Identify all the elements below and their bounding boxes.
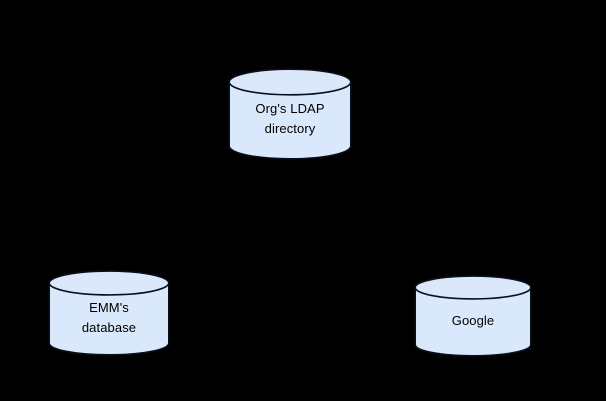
cylinder-icon: [414, 275, 532, 357]
database-node-google[interactable]: Google: [414, 275, 532, 357]
database-node-emms-database[interactable]: EMM's database: [48, 270, 170, 356]
cylinder-icon: [48, 270, 170, 356]
database-node-orgs-ldap-directory[interactable]: Org's LDAP directory: [228, 68, 352, 160]
cylinder-icon: [228, 68, 352, 160]
